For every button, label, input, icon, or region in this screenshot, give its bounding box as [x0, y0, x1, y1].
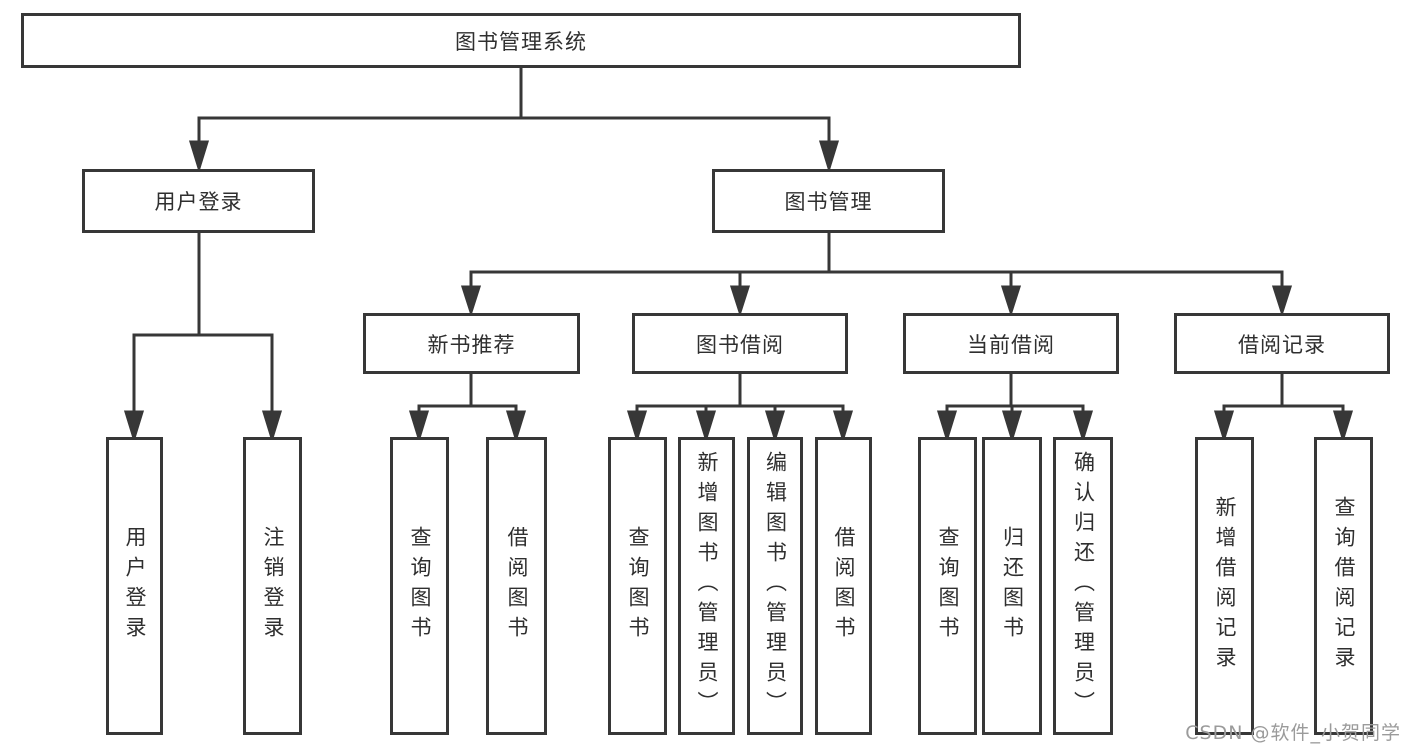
- node-label: 图书管理: [784, 190, 873, 214]
- node-label: 新书推荐: [427, 332, 516, 357]
- leaf-query-books-recommend: 查询图书: [390, 437, 449, 735]
- arrow-head: [188, 140, 210, 174]
- arrow-head: [1001, 410, 1023, 444]
- arrow-head: [460, 285, 482, 317]
- leaf-label: 查询借阅记录: [1332, 496, 1356, 676]
- arrow-head: [764, 410, 786, 444]
- arrow-head: [123, 410, 145, 444]
- arrow-head: [626, 410, 648, 444]
- node-book-management: 图书管理: [712, 169, 945, 233]
- arrow-head: [832, 410, 854, 444]
- csdn-watermark: CSDN @软件_小贺同学: [1185, 722, 1401, 744]
- leaf-label: 借阅图书: [832, 526, 856, 646]
- arrow-head: [729, 285, 751, 317]
- connector-borrowing-to-leaves: [626, 374, 854, 444]
- arrow-head: [936, 410, 958, 444]
- arrow-head: [695, 410, 717, 444]
- leaf-label: 归还图书: [1000, 526, 1025, 646]
- leaf-user-login: 用户登录: [106, 437, 163, 735]
- leaf-borrow-books: 借阅图书: [815, 437, 872, 735]
- arrow-head: [1072, 410, 1094, 444]
- leaf-add-books-admin: 新增图书（管理员）: [678, 437, 735, 735]
- leaf-label: 查询图书: [936, 526, 960, 646]
- node-label: 图书借阅: [696, 332, 784, 357]
- arrow-head: [261, 410, 283, 444]
- arrow-head: [505, 410, 527, 444]
- node-root-system: 图书管理系统: [21, 13, 1021, 68]
- leaf-query-borrow-record: 查询借阅记录: [1314, 437, 1373, 735]
- leaf-label: 新增图书（管理员）: [695, 451, 719, 721]
- leaf-return-books: 归还图书: [982, 437, 1042, 735]
- arrow-head: [1332, 410, 1354, 444]
- node-new-book-recommendation: 新书推荐: [363, 313, 580, 374]
- leaf-label: 新增借阅记录: [1213, 496, 1237, 676]
- node-borrowing-records: 借阅记录: [1174, 313, 1390, 374]
- leaf-label: 注销登录: [261, 526, 285, 646]
- connector-current-to-leaves: [936, 374, 1094, 444]
- leaf-label: 借阅图书: [505, 526, 529, 646]
- connector-recommend-to-leaves: [408, 374, 527, 444]
- node-label: 用户登录: [154, 190, 243, 214]
- connector-root-to-level2: [188, 68, 840, 174]
- leaf-add-borrow-record: 新增借阅记录: [1195, 437, 1254, 735]
- connector-records-to-leaves: [1213, 374, 1354, 444]
- arrow-head: [818, 140, 840, 174]
- arrow-head: [408, 410, 430, 444]
- leaf-query-books-borrowing: 查询图书: [608, 437, 667, 735]
- leaf-confirm-return-admin: 确认归还（管理员）: [1053, 437, 1113, 735]
- leaf-borrow-books-recommend: 借阅图书: [486, 437, 547, 735]
- leaf-query-books-current: 查询图书: [918, 437, 977, 735]
- leaf-label: 用户登录: [123, 526, 147, 646]
- node-label: 当前借阅: [967, 332, 1055, 357]
- node-label: 图书管理系统: [455, 29, 587, 54]
- arrow-head: [1000, 285, 1022, 317]
- node-book-borrowing: 图书借阅: [632, 313, 848, 374]
- node-current-borrowing: 当前借阅: [903, 313, 1119, 374]
- node-label: 借阅记录: [1238, 332, 1326, 357]
- leaf-label: 确认归还（管理员）: [1071, 451, 1096, 721]
- connector-user-login-to-leaves: [123, 233, 283, 444]
- connector-book-management-to-groups: [460, 233, 1293, 317]
- leaf-edit-books-admin: 编辑图书（管理员）: [747, 437, 803, 735]
- leaf-label: 查询图书: [408, 526, 432, 646]
- arrow-head: [1271, 285, 1293, 317]
- arrow-head: [1213, 410, 1235, 444]
- leaf-label: 编辑图书（管理员）: [763, 451, 788, 721]
- leaf-logout: 注销登录: [243, 437, 302, 735]
- node-user-login: 用户登录: [82, 169, 315, 233]
- leaf-label: 查询图书: [626, 526, 650, 646]
